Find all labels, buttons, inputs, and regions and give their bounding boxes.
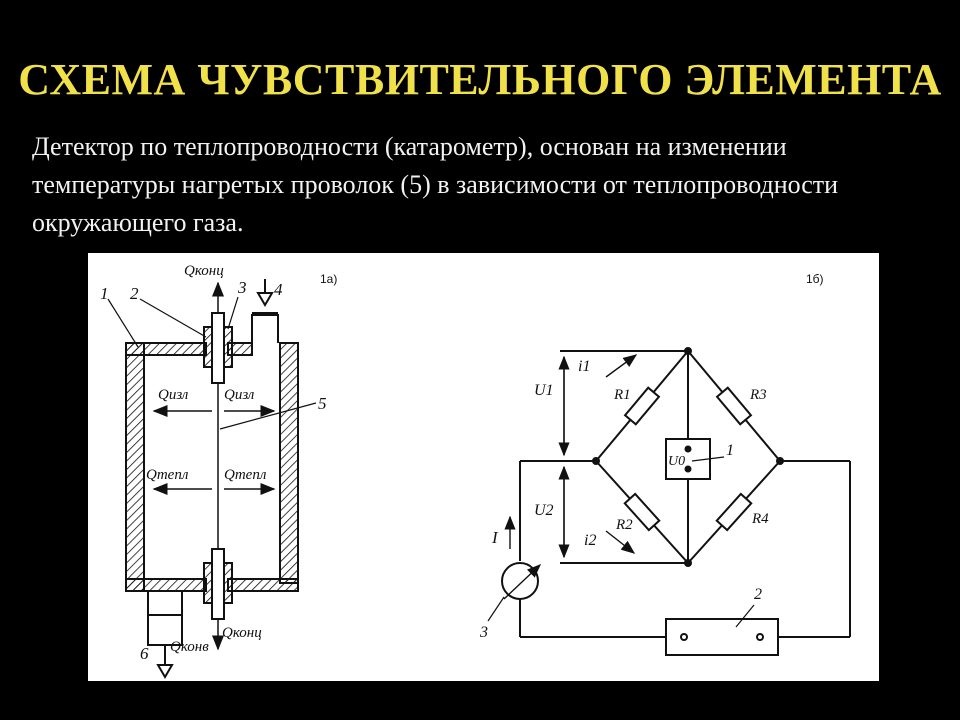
- label-num-1b: 1: [726, 442, 734, 459]
- bottom-wall-left: [125, 578, 207, 592]
- label-num-4: 4: [274, 280, 283, 299]
- label-num-6: 6: [140, 644, 149, 663]
- label-u1: U1: [534, 382, 554, 399]
- label-num-3b: 3: [479, 624, 488, 641]
- label-u2: U2: [534, 502, 554, 519]
- gas-inlet-icon: [256, 292, 274, 307]
- top-wall-left: [125, 342, 207, 356]
- resistor-r1: [623, 386, 661, 426]
- label-num-1: 1: [100, 284, 109, 303]
- label-u0: U0: [668, 454, 685, 469]
- label-current-i: I: [491, 528, 499, 547]
- label-num-2b: 2: [754, 586, 762, 603]
- gas-outlet-icon: [156, 664, 174, 679]
- label-num-2: 2: [130, 284, 139, 303]
- left-wall: [125, 342, 145, 592]
- label-r3: R3: [749, 387, 767, 403]
- label-i2: i2: [584, 532, 596, 549]
- schematic-svg: 1 2 3 4 5 6 1а) Qконц Qизл Qизл Qтепл Qт…: [100, 263, 851, 679]
- right-wall: [279, 342, 299, 584]
- figure-a-tag: 1а): [320, 272, 337, 286]
- label-q-conc-top: Qконц: [184, 263, 224, 279]
- label-q-conc-bottom: Qконц: [222, 625, 262, 641]
- label-num-3: 3: [237, 278, 247, 297]
- diagram-figure: 1 2 3 4 5 6 1а) Qконц Qизл Qизл Qтепл Qт…: [88, 253, 879, 681]
- resistor-r2: [623, 492, 661, 532]
- label-r2: R2: [615, 517, 633, 533]
- label-q-konv: Qконв: [170, 639, 209, 655]
- resistor-r3: [715, 386, 753, 426]
- bottom-wall-right: [227, 578, 299, 592]
- current-source-icon: [501, 562, 539, 600]
- slide-title: СХЕМА ЧУВСТВИТЕЛЬНОГО ЭЛЕМЕНТА: [18, 55, 942, 104]
- slide-description: Детектор по теплопроводности (катарометр…: [32, 132, 839, 237]
- label-i1: i1: [578, 358, 590, 375]
- label-num-5: 5: [318, 394, 327, 413]
- label-r1: R1: [613, 387, 631, 403]
- label-q-tepl-left: Qтепл: [146, 467, 189, 483]
- label-q-tepl-right: Qтепл: [224, 467, 267, 483]
- label-q-izl-right: Qизл: [224, 387, 255, 403]
- bridge-circuit: [487, 347, 851, 656]
- label-r4: R4: [751, 511, 769, 527]
- figure-b-tag: 1б): [806, 272, 824, 286]
- label-q-izl-left: Qизл: [158, 387, 189, 403]
- detector-cell: [107, 279, 317, 679]
- resistor-r4: [715, 492, 753, 532]
